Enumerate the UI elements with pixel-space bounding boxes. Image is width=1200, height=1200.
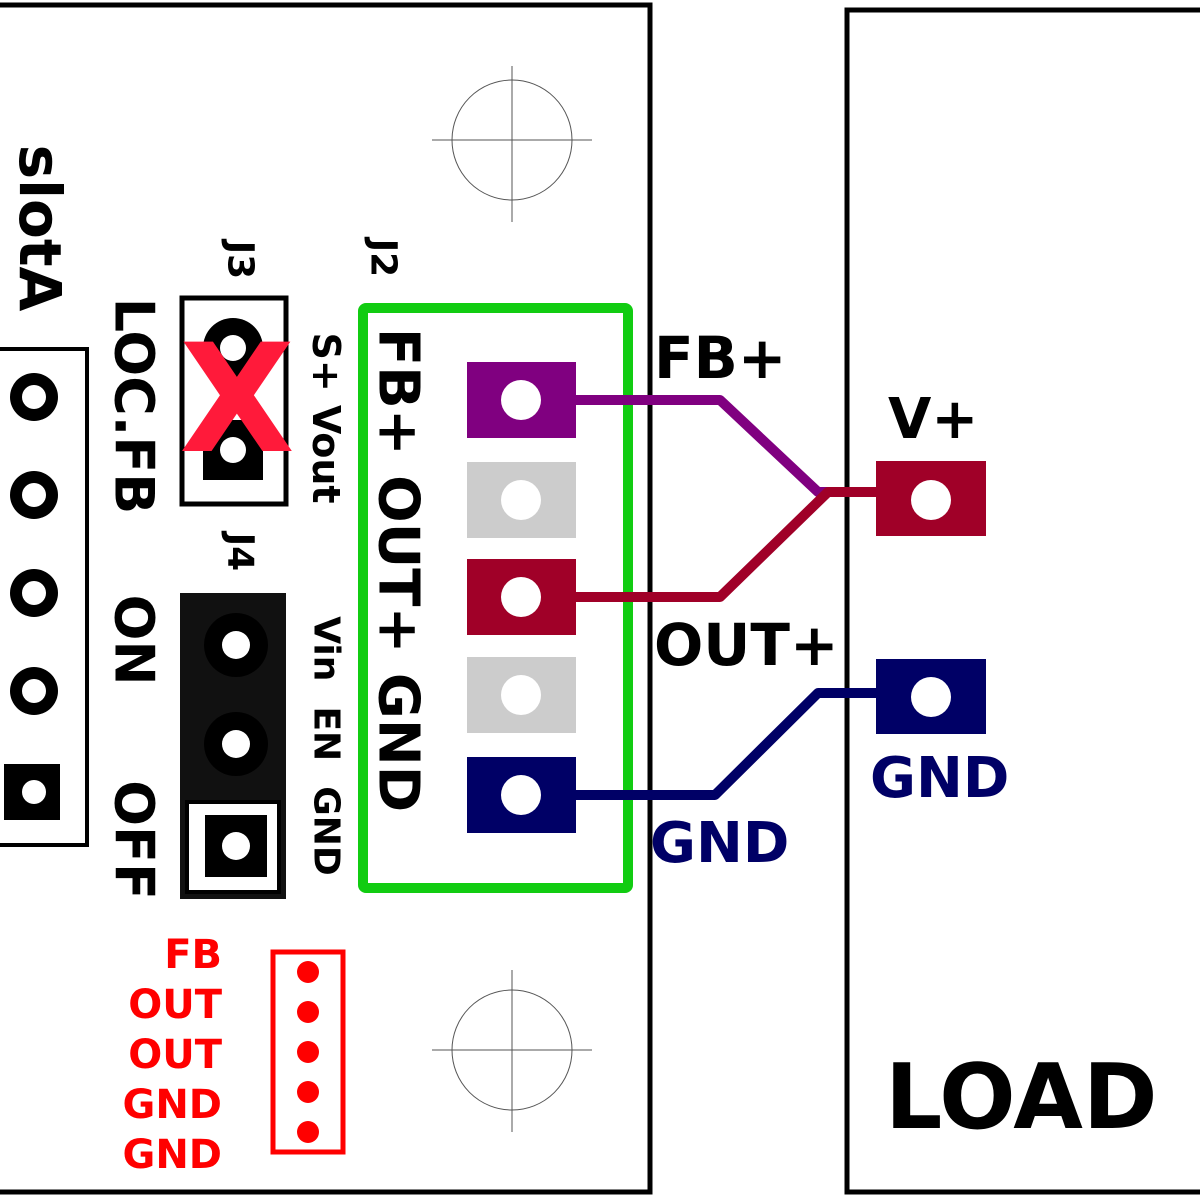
vin-en-gnd-label: Vin EN GND <box>306 616 347 876</box>
j3-pins <box>203 318 263 480</box>
legend-fb-label: FB <box>164 932 222 978</box>
load-vplus-label: V+ <box>888 387 978 452</box>
loc-fb-label: LOC.FB <box>103 298 166 515</box>
out-trace <box>520 487 930 602</box>
off-label: OFF <box>103 780 166 900</box>
legend-gnd-label-2: GND <box>122 1132 222 1178</box>
legend-pins <box>297 961 319 1143</box>
legend-out-label-2: OUT <box>128 1032 222 1078</box>
out-wire-label: OUT+ <box>654 611 839 679</box>
gnd-wire-label: GND <box>650 811 789 876</box>
j2-pads <box>467 362 576 833</box>
legend-labels: FB OUT OUT GND GND <box>122 932 222 1178</box>
j4-pins <box>204 613 268 877</box>
legend-gnd-label-1: GND <box>122 1082 222 1128</box>
j3-outline <box>179 295 289 507</box>
fb-trace <box>520 395 930 497</box>
mounting-hole-top <box>432 66 592 222</box>
slot-label: slotA <box>6 145 74 312</box>
jumper-removed-mark: X <box>179 313 295 487</box>
j4-ref-label: J4 <box>220 530 261 571</box>
fb-wire-label: FB+ <box>654 324 786 392</box>
j2-pin-labels: FB+ OUT+ GND <box>366 328 431 812</box>
load-board-outline <box>844 7 1200 1195</box>
legend-connector-outline <box>270 949 346 1155</box>
legend-out-label-1: OUT <box>128 982 222 1028</box>
j2-ref-label: J2 <box>363 236 404 277</box>
load-pads <box>876 461 986 734</box>
s-plus-vout-label: S+ Vout <box>304 332 348 503</box>
load-label: LOAD <box>885 1045 1158 1150</box>
slot-pins <box>4 373 60 820</box>
j3-ref-label: J3 <box>220 238 261 279</box>
gnd-trace <box>520 688 930 800</box>
on-label: ON <box>103 594 166 685</box>
load-gnd-label: GND <box>870 746 1009 811</box>
mounting-hole-bottom <box>432 970 592 1132</box>
slot-connector-outline <box>0 347 89 847</box>
